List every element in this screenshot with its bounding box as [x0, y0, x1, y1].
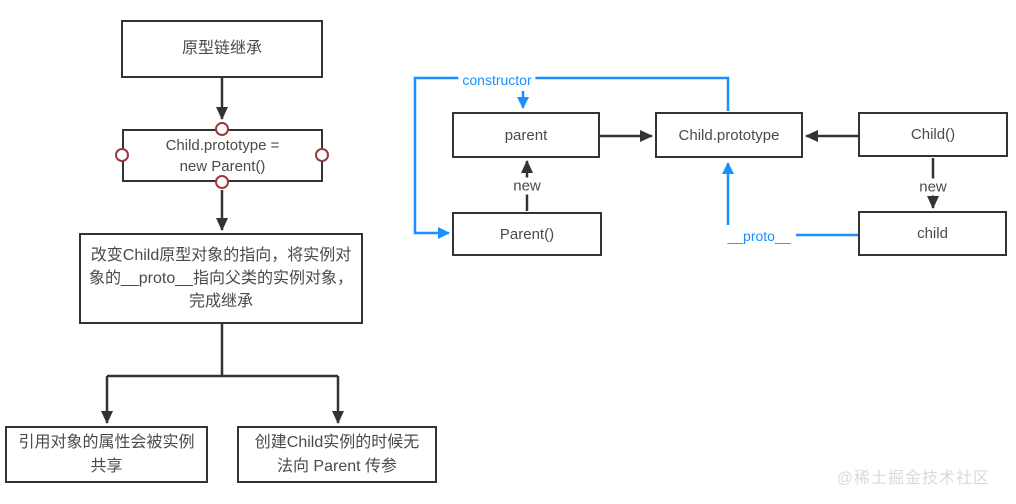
flowchart-step-line2: new Parent()	[179, 157, 266, 175]
label-proto: __proto__	[723, 228, 795, 244]
node-parent-instance-label: parent	[504, 126, 548, 144]
flowchart-drawback1-line2: 共享	[90, 457, 123, 475]
flowchart-drawback2-line2: 法向 Parent 传参	[276, 457, 398, 475]
flowchart-title: 原型链继承	[181, 40, 262, 58]
label-new-child: new	[915, 178, 951, 196]
selection-handle-top	[215, 122, 229, 136]
flowchart-drawback1-box: 引用对象的属性会被实例 共享	[5, 426, 208, 483]
flowchart-description-box: 改变Child原型对象的指向，将实例对 象的__proto__指向父类的实例对象…	[79, 233, 363, 324]
flowchart-description-line1: 改变Child原型对象的指向，将实例对	[90, 246, 352, 264]
node-parent-constructor-label: Parent()	[499, 225, 555, 243]
flowchart-drawback2-box: 创建Child实例的时候无 法向 Parent 传参	[237, 426, 437, 483]
flowchart-drawback1-line1: 引用对象的属性会被实例	[18, 434, 195, 452]
node-child-prototype: Child.prototype	[655, 112, 803, 158]
node-child-constructor-label: Child()	[910, 126, 956, 143]
node-parent-constructor: Parent()	[452, 212, 602, 256]
label-constructor: constructor	[458, 72, 536, 88]
selection-handle-right	[315, 148, 329, 162]
arrow-constructor-chain	[413, 76, 730, 239]
watermark: @稀土掘金技术社区	[836, 470, 990, 487]
selection-handle-bottom	[215, 175, 229, 189]
selection-handle-left	[115, 148, 129, 162]
node-child-prototype-label: Child.prototype	[678, 126, 780, 144]
node-child-constructor: Child()	[858, 112, 1008, 157]
flowchart-title-box: 原型链继承	[121, 20, 323, 78]
flowchart-description-line3: 完成继承	[188, 293, 253, 311]
node-child-instance: child	[858, 211, 1007, 256]
connector-description-split	[107, 324, 338, 378]
node-child-instance-label: child	[917, 225, 948, 242]
label-new-parent: new	[509, 177, 545, 195]
flowchart-drawback2-line1: 创建Child实例的时候无	[254, 434, 420, 452]
flowchart-description-line2: 象的__proto__指向父类的实例对象，	[88, 269, 354, 287]
node-parent-instance: parent	[452, 112, 600, 158]
flowchart-step-line1: Child.prototype =	[165, 136, 280, 154]
